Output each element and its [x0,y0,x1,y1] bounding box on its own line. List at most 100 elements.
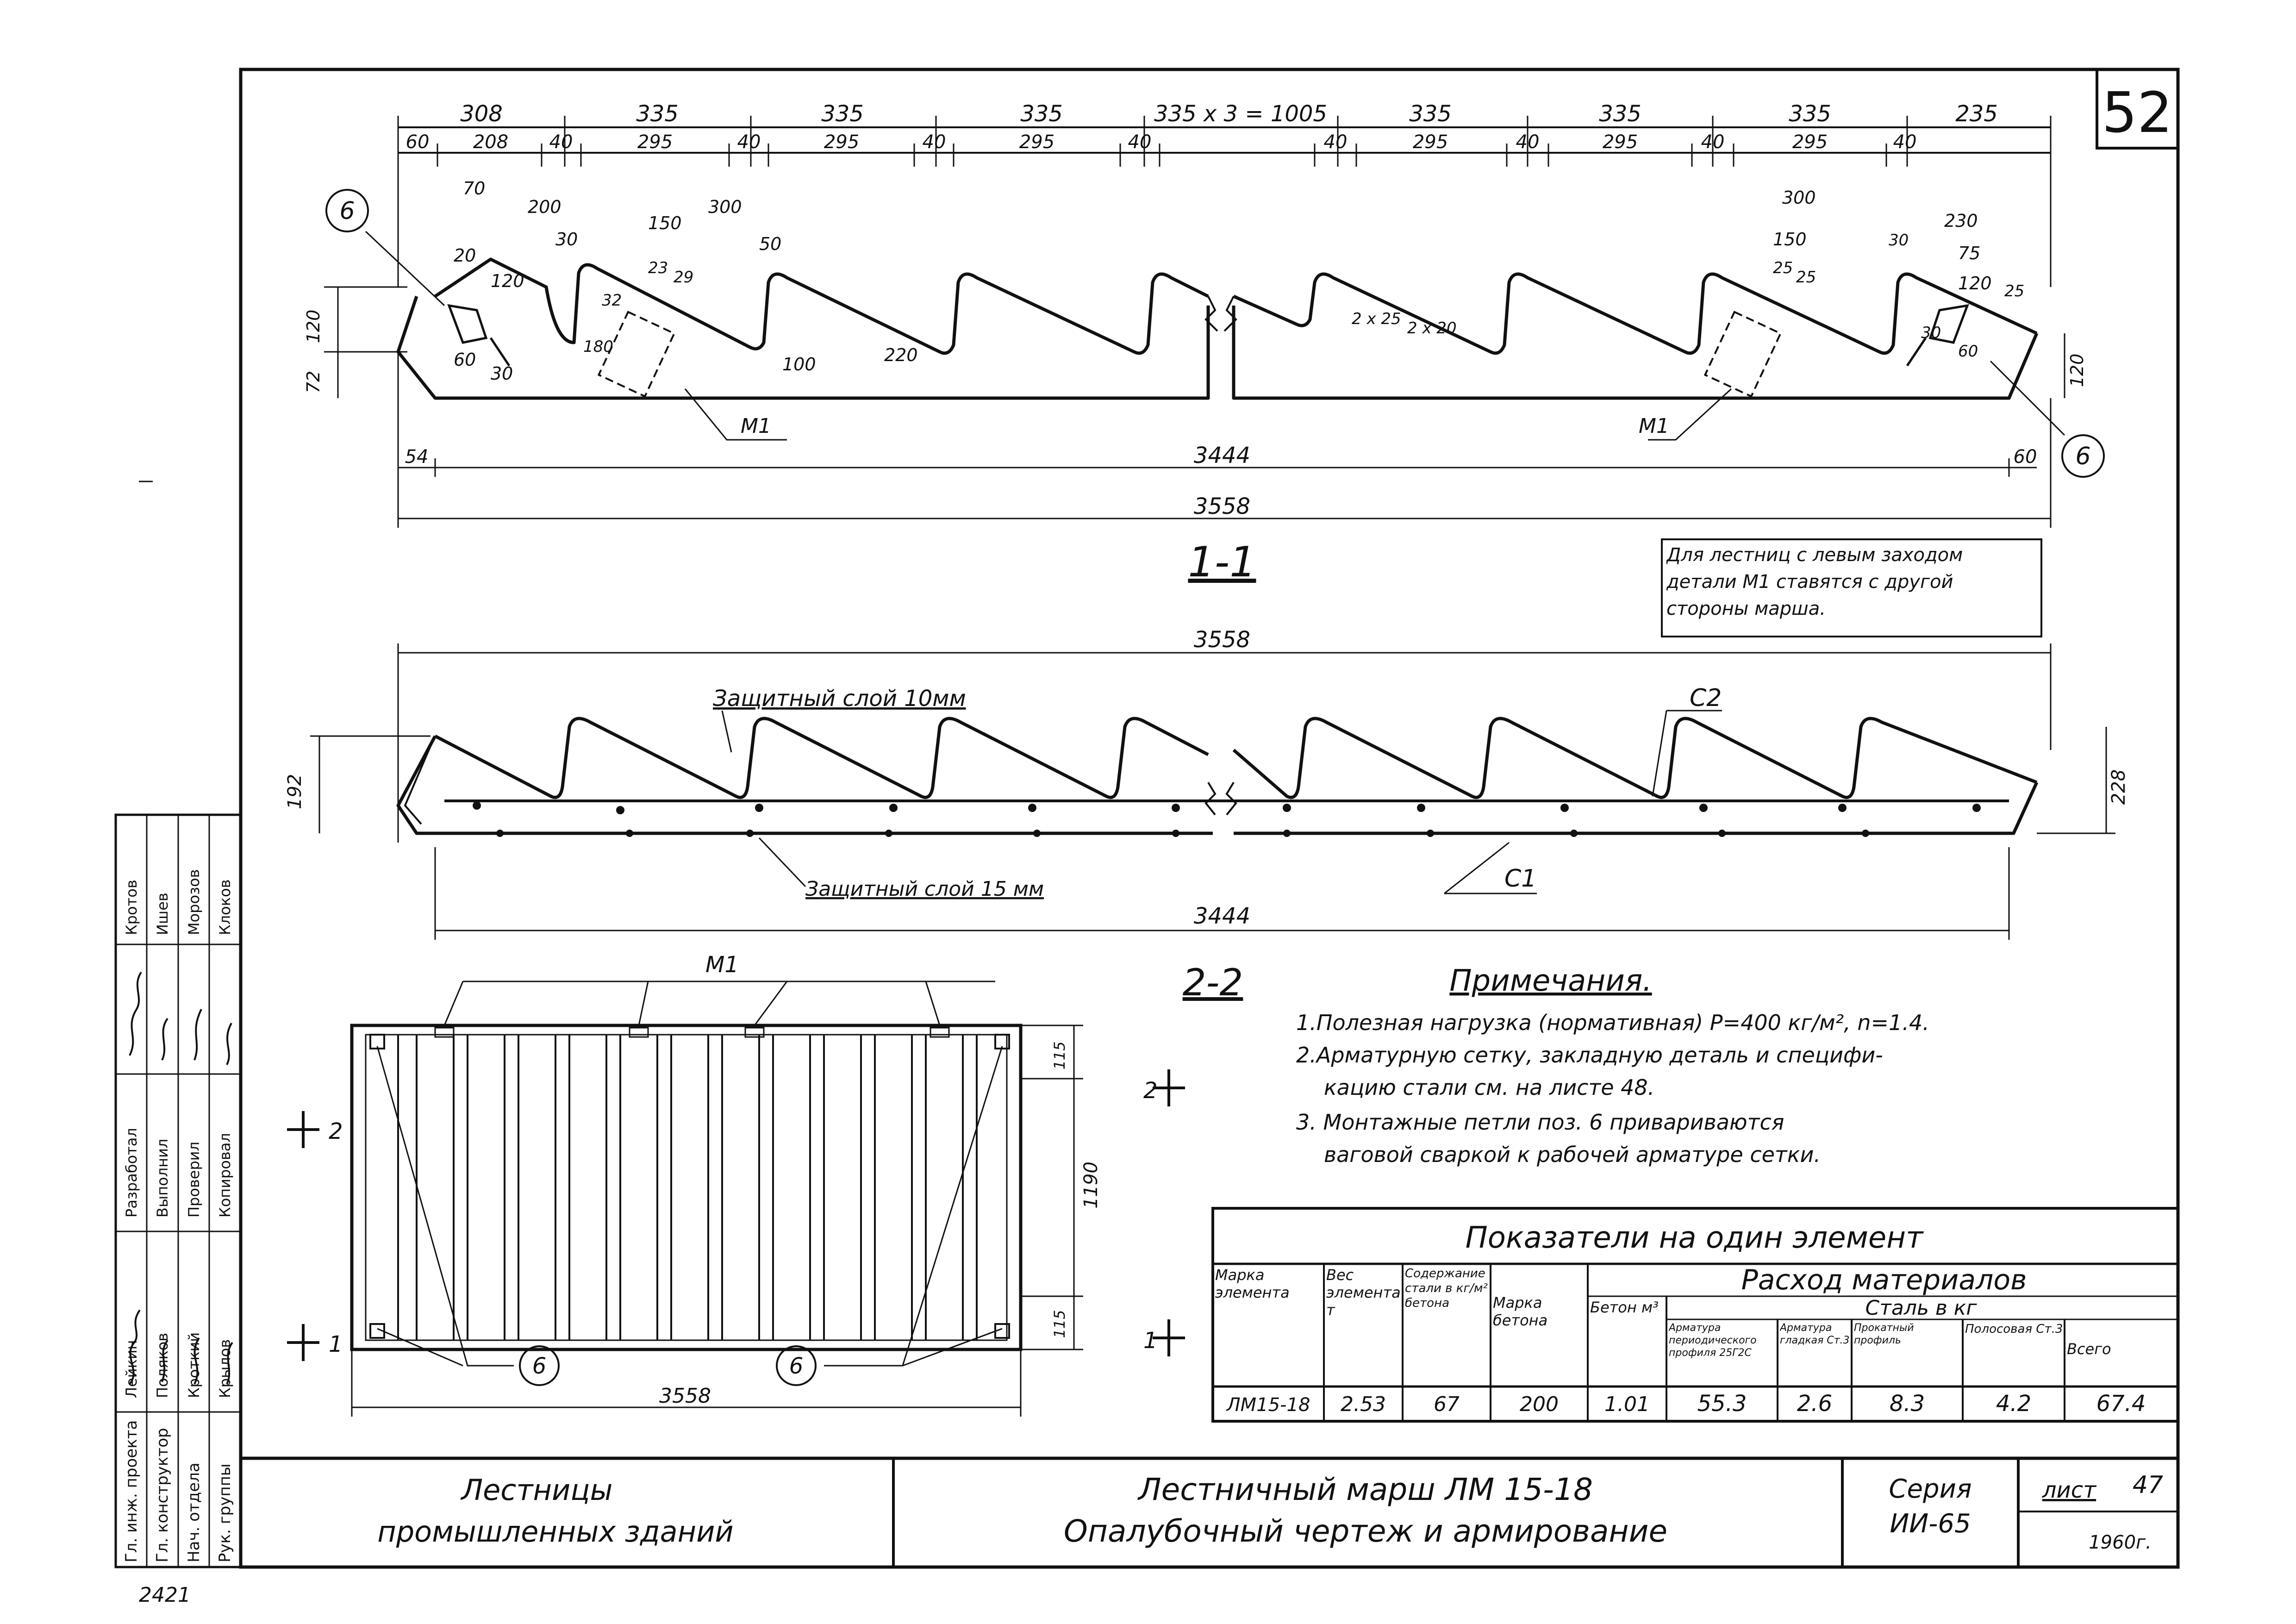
mesh-top-label: С2 [1690,684,1722,712]
cut-mark-1-right: 1 [1143,1328,1158,1354]
sig-role-3: Нач. отдела [185,1462,203,1562]
note-item-3: кацию стали см. на листе 48. [1324,1075,1654,1100]
height-dim-left-1: 120 [303,310,324,344]
cut-mark-1-left: 1 [329,1331,343,1357]
row-cell-concrete-grade: 200 [1520,1393,1559,1416]
callout-pos-left: 6 [339,197,355,225]
detail-dim-12: 30 [491,363,513,384]
col-header-periodic-rebar: Арматура периодического профиля 25Г2С [1669,1322,1757,1359]
col-header-total: Всего [2067,1340,2111,1358]
indicator-table: Показатели на один элемент Расход матери… [1211,1207,2179,1423]
note-box-text: Для лестниц с левым заходом детали М1 ст… [1666,544,1963,619]
row-cell-total: 67.4 [2096,1391,2146,1417]
dim-top-1: 308 [460,101,503,127]
cover-bottom-label: Защитный слой 15 мм [805,877,1044,901]
detail-dim-20: 25 [1796,268,1816,287]
height-dim-left-2: 72 [303,371,324,393]
section-2-2-edge-dim-bottom: 115 [1051,1310,1068,1338]
sig-role-2: Гл. конструктор [153,1428,172,1562]
dim-top-5: 335 x 3 = 1005 [1154,101,1327,127]
col-header-mark: Марка элемента [1215,1266,1290,1301]
col-header-concrete-grade: Марка бетона [1493,1294,1548,1329]
detail-dim-25: 75 [1958,243,1980,263]
dim-second-13: 295 [1603,131,1638,153]
dim-second-3: 40 [549,131,573,153]
stamp-series: ИИ-65 [1890,1509,1971,1539]
detail-dim-3: 30 [555,229,578,250]
dim-second-15: 295 [1792,131,1828,153]
dim-second-16: 40 [1893,131,1917,153]
detail-dim-6: 50 [759,234,781,254]
dim-second-6: 295 [824,131,859,153]
detail-dim-2: 200 [528,197,562,217]
section-1-1-view: 308 335 335 335 335 x 3 = 1005 335 335 3… [303,101,2105,587]
dim-second-10: 40 [1324,131,1348,153]
detail-dim-9: 23 [648,259,668,277]
sig-cola-2: Ишев [154,893,171,935]
sheet-number: 52 [2102,81,2173,145]
sig-role-4: Рук. группы [216,1463,234,1562]
section-2-2-part-label: М1 [705,952,739,978]
reinf-profile-right [1232,717,2039,835]
detail-dim-26: 120 [1958,273,1992,294]
title-stamp: Лестницы промышленных зданий Лестничный … [239,1456,2180,1569]
stamp-left-title-1: Лестницы [461,1473,613,1507]
sig-cola-3: Морозов [185,869,203,935]
dim-second-11: 295 [1413,131,1448,153]
reinf-profile-left [396,717,1213,835]
signature-strip: Гл. инж. проекта Гл. конструктор Нач. от… [114,813,242,1568]
end-dim-left: 54 [405,446,429,468]
dim-second-8: 295 [1019,131,1054,153]
detail-dim-24: 230 [1944,211,1978,231]
cover-top-label: Защитный слой 10мм [713,686,966,712]
row-cell-strip: 4.2 [1996,1391,2031,1417]
sig-role-1: Гл. инж. проекта [122,1420,141,1562]
stamp-left-title-2: промышленных зданий [377,1515,733,1549]
notes-block: Примечания. 1.Полезная нагрузка (нормати… [1296,964,1929,1167]
sig-colb-4: Крылов [216,1339,234,1398]
dim-top-9: 235 [1955,101,1998,127]
sig-colc-4: Копировал [216,1133,234,1218]
end-dim-right: 60 [2014,446,2037,468]
table-consumption-header: Расход материалов [1741,1264,2027,1296]
dim-top-6: 335 [1409,101,1452,127]
section-2-2-label: 2-2 [1183,961,1243,1004]
detail-dim-8: 120 [491,271,524,291]
stair-profile-left [396,257,1210,400]
note-item-4: 3. Монтажные петли поз. 6 привариваются [1296,1110,1784,1135]
detail-dim-22: 150 [1773,229,1807,250]
sig-cola-4: Клоков [216,879,234,935]
row-cell-weight: 2.53 [1341,1393,1386,1416]
detail-dim-27: 25 [2004,282,2024,300]
stamp-center-title-1: Лестничный марш ЛМ 15-18 [1137,1472,1593,1507]
sig-colc-3: Проверил [185,1142,203,1218]
dim-second-2: 208 [473,131,508,153]
sig-colc-2: Выполнил [154,1139,171,1218]
sig-colc-1: Разработал [123,1128,140,1218]
detail-dim-1: 70 [463,178,485,199]
note-item-2: 2.Арматурную сетку, закладную деталь и с… [1296,1043,1883,1068]
detail-dim-15: 100 [782,354,816,375]
col-header-strip: Полосовая Ст.3 [1965,1322,2063,1336]
sig-colb-2: Поляков [154,1333,171,1398]
table-title: Показатели на один элемент [1466,1221,1924,1255]
detail-dim-19: 25 [1773,259,1793,277]
corner-note: 2421 [139,1583,191,1607]
section-2-2-height: 1190 [1080,1162,1102,1209]
detail-dim-13: 32 [602,291,622,310]
detail-dim-21: 300 [1782,187,1816,208]
dim-top-4: 335 [1020,101,1063,127]
sheet-number-box [2096,68,2179,150]
overall-dim-inner: 3444 [1194,443,1250,468]
stamp-sheet-no: 47 [2133,1471,2163,1499]
cut-mark-2-left: 2 [329,1118,343,1144]
detail-dim-23: 30 [1889,231,1909,250]
dim-top-2: 335 [636,101,679,127]
dim-second-14: 40 [1701,131,1725,153]
stamp-year: 1960г. [2089,1532,2152,1553]
detail-dim-14: 180 [583,337,613,356]
mesh-bottom-label: С1 [1504,865,1536,893]
reinf-height-right: 228 [2108,769,2129,805]
section-2-2-callout-right: 6 [789,1353,804,1379]
